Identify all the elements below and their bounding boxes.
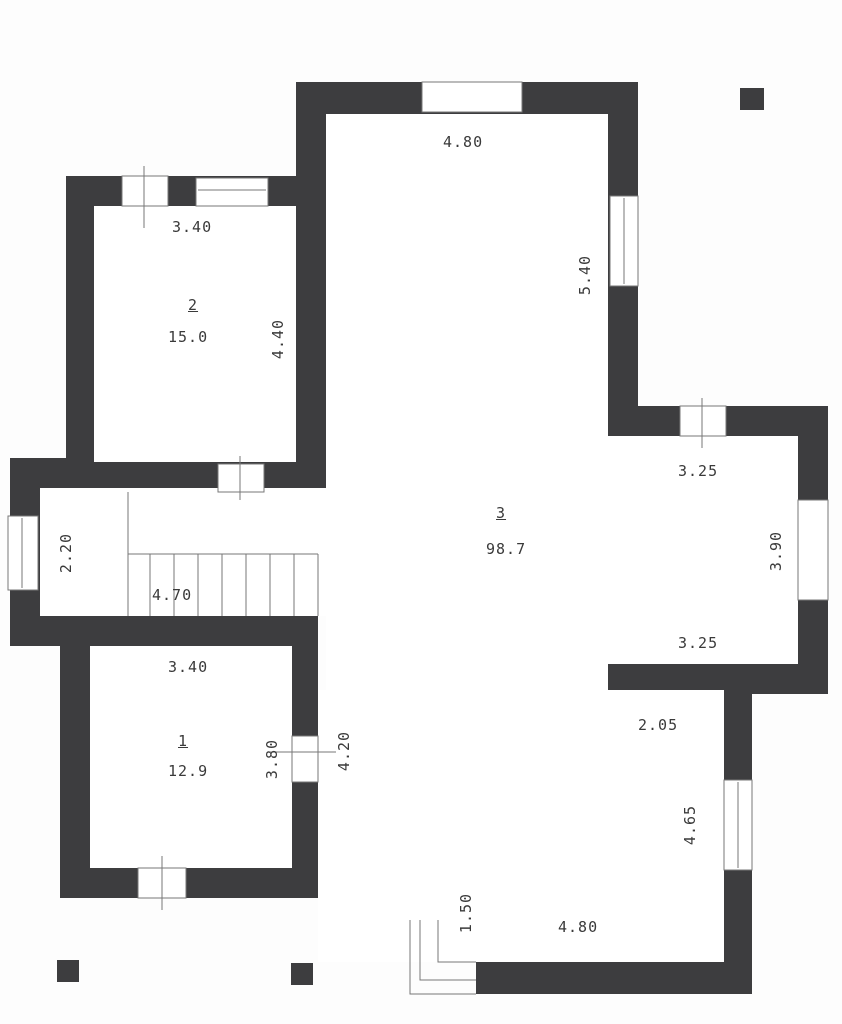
wall [10,458,100,488]
wall [10,616,100,646]
wall [60,868,320,898]
wall [66,176,94,466]
wall [476,962,752,994]
room-3-bump-top: 3.25 [678,462,719,480]
wall [296,82,326,492]
room-3-bump-bottom: 3.25 [678,634,719,652]
door [291,735,319,783]
hall-length: 4.70 [152,586,193,604]
room-3-entry-depth: 1.50 [457,892,476,934]
room-1-area: 12.9 [168,762,209,780]
wall [66,462,326,492]
window [195,177,269,207]
marker-square [57,960,79,982]
room-3-bottom-width: 4.80 [558,918,599,936]
room-2-width: 3.40 [172,218,213,236]
room-3-left-height: 4.20 [335,730,354,772]
window [421,81,523,113]
window [7,515,39,591]
room-3-lower-width: 2.05 [638,716,679,734]
room-1-number: 1 [178,732,189,750]
door [121,175,169,207]
marker-square [291,963,313,985]
room-3-lower-height: 4.65 [681,804,700,846]
room-2-area: 15.0 [168,328,209,346]
door [217,463,265,493]
hall-width: 2.20 [57,532,76,574]
room-3-right-height: 5.40 [576,254,595,296]
wall [60,616,90,898]
door [679,405,727,437]
marker-square [740,88,764,110]
room-2-height: 4.40 [269,318,288,360]
room-1-height: 3.80 [263,738,282,780]
window [797,499,829,601]
room-3-bump-height: 3.90 [767,530,786,572]
room-2-number: 2 [188,296,199,314]
room-3-number: 3 [496,504,507,522]
room-3-top-width: 4.80 [443,133,484,151]
wall [60,616,318,646]
room-3-area: 98.7 [486,540,527,558]
wall [604,664,828,694]
room-1-width: 3.40 [168,658,209,676]
